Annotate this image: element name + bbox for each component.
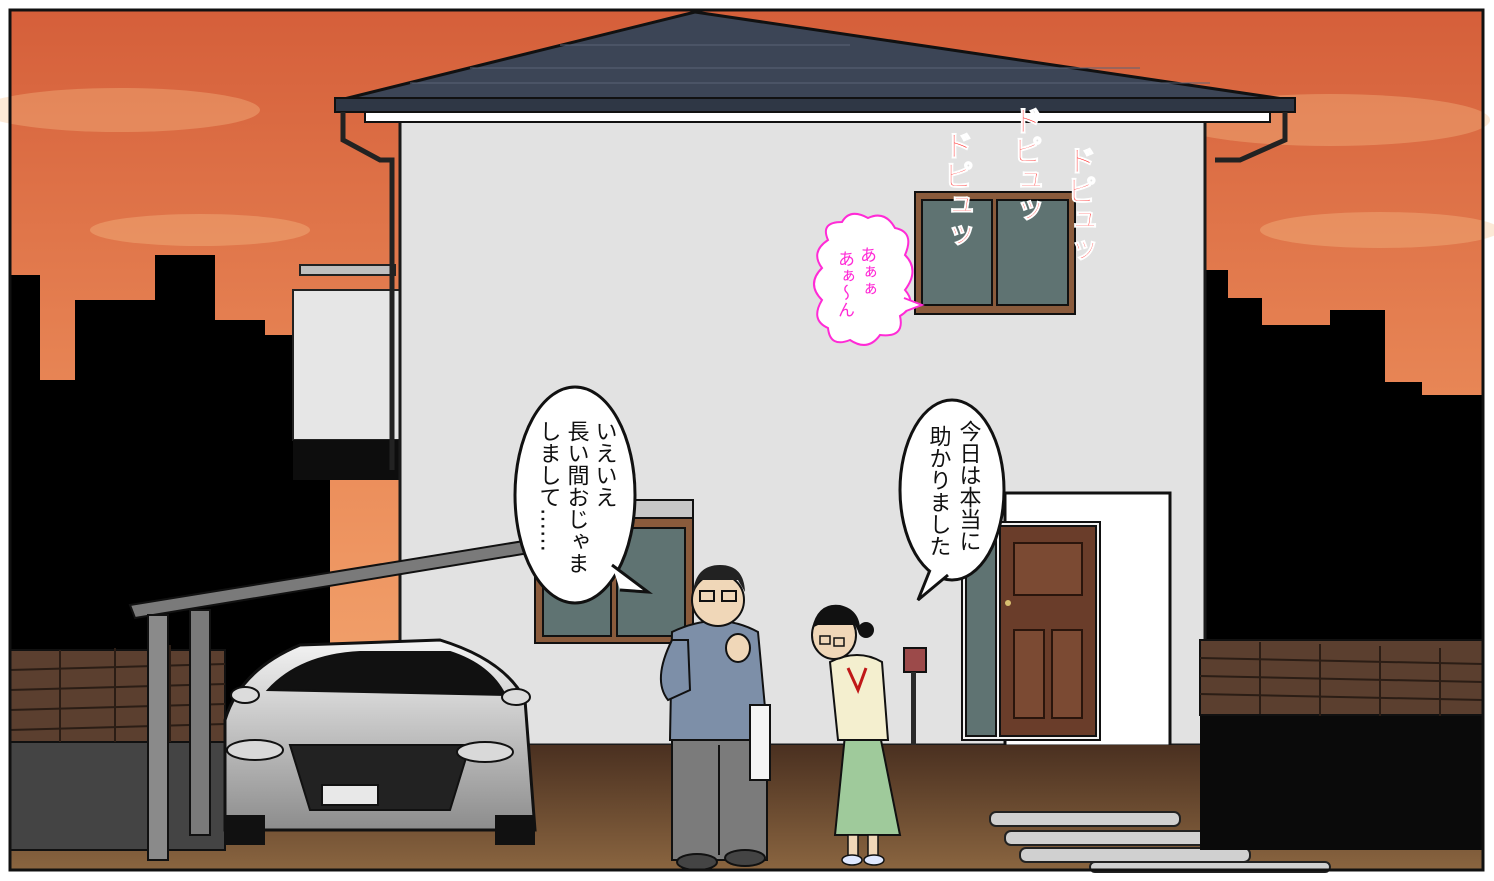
balcony: [292, 289, 404, 441]
panel-border: [8, 8, 1485, 872]
man-bubble-outline: [513, 385, 637, 605]
upper-window-pane-right: [996, 199, 1069, 306]
upper-window-pane-left: [921, 199, 993, 306]
man-speech-bubble: いえいえ 長い間おじゃま しまして……: [513, 385, 653, 605]
woman-bubble-outline: [898, 398, 1006, 582]
moan-text-col-2: あぁ〜ん: [834, 250, 854, 318]
door-panel-right: [1051, 629, 1083, 719]
man-text-col-2: 長い間おじゃま: [564, 420, 589, 574]
door-knob: [1005, 600, 1011, 606]
man-text-col-1: いえいえ: [592, 420, 617, 508]
roof-gutter: [334, 97, 1296, 113]
panel-content: あぁぁ あぁ〜ん ドピュッ ドピュッ ドピュッ いえいえ 長い間おじゃま しまし…: [0, 10, 1494, 873]
woman-bubble-tail: [916, 569, 949, 602]
woman-figure: [811, 604, 902, 866]
downspout-right: [1215, 112, 1288, 163]
man-figure: [659, 565, 771, 871]
car: [223, 638, 537, 845]
woman-text-col-2: 助かりました: [926, 425, 952, 557]
clouds: [0, 88, 1494, 248]
door-panel-left: [1013, 629, 1045, 719]
man-bubble-tail: [611, 563, 653, 594]
door-panel-top: [1013, 542, 1083, 596]
fence-right: [1199, 639, 1484, 850]
balcony-rail: [299, 264, 396, 276]
moan-bubble: あぁぁ あぁ〜ん: [813, 212, 925, 346]
sfx-text-col-2: ドピュッ: [1007, 105, 1042, 225]
mailbox: [903, 647, 927, 673]
roof-fascia: [364, 111, 1271, 123]
woman-speech-bubble: 今日は本当に 助かりました: [898, 398, 1006, 602]
woman-text-col-1: 今日は本当に: [956, 420, 982, 552]
sfx-dopyu: ドピュッ ドピュッ ドピュッ: [937, 105, 1096, 266]
roof-shingles: [410, 44, 1210, 84]
downspout-left: [340, 112, 395, 470]
man-text-col-3: しまして……: [536, 420, 561, 552]
sfx-text-col-1: ドピュッ: [1061, 145, 1096, 265]
mailbox-post: [911, 672, 916, 802]
sfx-text-col-3: ドピュッ: [938, 130, 973, 250]
balcony-shadow: [293, 440, 403, 480]
moan-text-col-1: あぁぁ: [856, 246, 876, 297]
moan-bubble-outline: [813, 212, 914, 346]
